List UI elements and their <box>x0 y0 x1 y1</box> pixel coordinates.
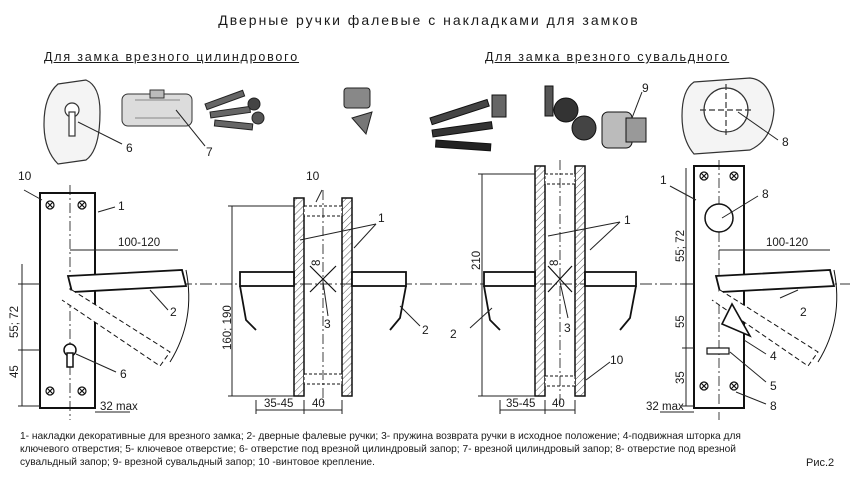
dim-plate-c: 40 <box>552 398 565 410</box>
callout-3-c: 3 <box>564 321 571 335</box>
escutcheon-lever-illustration <box>681 77 775 155</box>
dim-45: 45 <box>9 365 21 378</box>
callout-1-c: 1 <box>624 213 631 227</box>
dim-axis-a: 55; 72 <box>9 306 21 338</box>
dim-height-b: 160; 190 <box>222 305 234 350</box>
figure-label: Рис.2 <box>806 457 835 469</box>
callout-10-b: 10 <box>306 169 320 183</box>
callout-7: 7 <box>206 145 213 159</box>
callout-9: 9 <box>642 81 649 95</box>
dim-55: 55 <box>675 315 687 328</box>
dim-door-b: 35-45 <box>264 398 293 410</box>
subtitle-lever-lock: Для замка врезного сувальдного <box>485 50 730 64</box>
dim-32max-d: 32 max <box>646 401 684 413</box>
callout-5: 5 <box>770 379 777 393</box>
dim-reach-a: 100-120 <box>118 237 160 249</box>
dim-door-c: 35-45 <box>506 398 535 410</box>
dim-32max-a: 32 max <box>100 401 138 413</box>
dim-spring-b: 8 <box>311 260 323 266</box>
callout-2-a: 2 <box>170 305 177 319</box>
cylinder-keys-illustration <box>204 89 265 131</box>
callout-2-b: 2 <box>422 323 429 337</box>
legend-caption: 1- накладки декоративные для врезного за… <box>20 431 741 468</box>
callout-10-a: 10 <box>18 169 32 183</box>
dim-height-c: 210 <box>471 251 483 270</box>
lever-lock-illustration <box>544 85 647 149</box>
shutter-illustration <box>343 87 373 136</box>
subtitle-cylinder-lock: Для замка врезного цилиндрового <box>44 50 300 64</box>
callout-1-d: 1 <box>660 173 667 187</box>
technical-drawing: 6 7 9 8 10 1 2 6 100-120 55; 72 45 <box>9 77 850 420</box>
diagram-title: Дверные ручки фалевые с накладками для з… <box>218 12 640 28</box>
callout-3-b: 3 <box>324 317 331 331</box>
dim-spring-c: 8 <box>549 260 561 266</box>
callout-8-top: 8 <box>782 135 789 149</box>
dim-plate-b: 40 <box>312 398 325 410</box>
callout-6-a: 6 <box>120 367 127 381</box>
callout-1-a: 1 <box>118 199 125 213</box>
dim-35: 35 <box>675 371 687 384</box>
callout-1-b: 1 <box>378 211 385 225</box>
callout-2-d: 2 <box>800 305 807 319</box>
cylinder-lock-illustration <box>121 89 193 127</box>
callout-2-c: 2 <box>450 327 457 341</box>
dim-axis-d: 55; 72 <box>675 230 687 262</box>
lever-keys-illustration <box>429 94 507 152</box>
callout-10-c: 10 <box>610 353 624 367</box>
escutcheon-front-lever <box>693 160 838 420</box>
section-lever <box>483 160 637 404</box>
dim-reach-d: 100-120 <box>766 237 808 249</box>
escutcheon-cylinder-illustration <box>43 79 101 165</box>
callout-6-top: 6 <box>126 141 133 155</box>
escutcheon-front-cylinder <box>39 185 190 420</box>
section-cylinder <box>239 190 407 404</box>
callout-8-d: 8 <box>762 187 769 201</box>
callout-4: 4 <box>770 349 777 363</box>
callout-8-bottom: 8 <box>770 399 777 413</box>
